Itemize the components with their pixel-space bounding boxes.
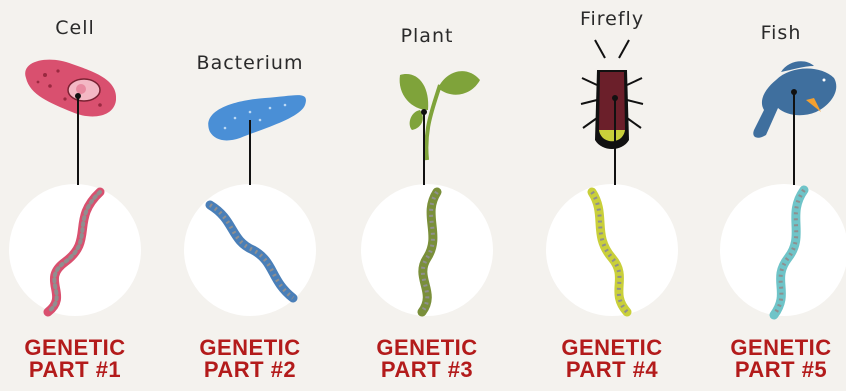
- fish-illustration: [706, 0, 846, 391]
- part-label-line2: PART #3: [352, 359, 502, 381]
- part-label-line2: PART #2: [175, 359, 325, 381]
- part-label-line1: GENETIC: [352, 337, 502, 359]
- part-label-line1: GENETIC: [537, 337, 687, 359]
- part-label-line1: GENETIC: [0, 337, 150, 359]
- cell-illustration: [0, 0, 150, 391]
- part-label-line1: GENETIC: [175, 337, 325, 359]
- part-column-2: Bacterium GENETIC PART #2: [175, 0, 325, 391]
- genetic-part-label-3: GENETIC PART #3: [352, 337, 502, 381]
- genetic-part-label-1: GENETIC PART #1: [0, 337, 150, 381]
- part-label-line2: PART #4: [537, 359, 687, 381]
- plant-icon: [400, 71, 480, 160]
- firefly-icon: [581, 40, 643, 149]
- part-label-line1: GENETIC: [706, 337, 846, 359]
- plant-illustration: [352, 0, 502, 391]
- part-column-5: Fish GENETIC PART #5: [706, 0, 846, 391]
- bacterium-illustration: [175, 0, 325, 391]
- part-column-1: Cell GENETIC PART #1: [0, 0, 150, 391]
- firefly-illustration: [537, 0, 687, 391]
- genetic-part-label-4: GENETIC PART #4: [537, 337, 687, 381]
- part-column-4: Firefly GENETIC PART #4: [537, 0, 687, 391]
- genetic-part-label-2: GENETIC PART #2: [175, 337, 325, 381]
- dna-circle: [546, 184, 678, 316]
- part-label-line2: PART #5: [706, 359, 846, 381]
- genetic-part-label-5: GENETIC PART #5: [706, 337, 846, 381]
- bacterium-icon: [208, 95, 306, 140]
- part-column-3: Plant GENETIC PART #3: [352, 0, 502, 391]
- cell-icon: [25, 60, 116, 117]
- part-label-line2: PART #1: [0, 359, 150, 381]
